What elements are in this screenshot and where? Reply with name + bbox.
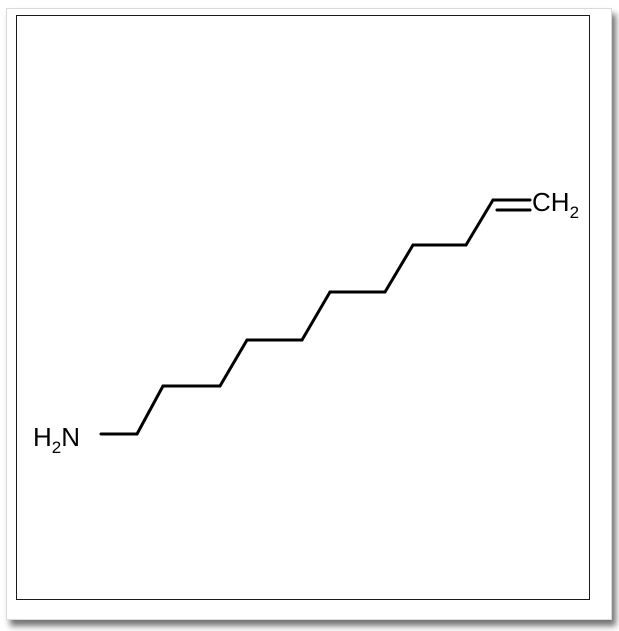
bond-c5-c6 [300,290,332,342]
drawing-frame [16,15,590,600]
carbon-chain [99,198,532,436]
bond-c7-c8 [383,243,415,294]
terminal-ch2-label: CH2 [532,187,579,222]
amine-h: H [33,422,52,452]
terminal-subscript: 2 [570,203,579,222]
bond-c1-c2 [135,384,165,436]
terminal-ch: CH [532,187,570,217]
amine-label: H2N [33,422,80,457]
amine-n: N [61,422,80,452]
bond-c3-c4 [218,338,249,388]
amine-subscript: 2 [52,438,61,457]
bond-c9-c10 [464,198,495,247]
